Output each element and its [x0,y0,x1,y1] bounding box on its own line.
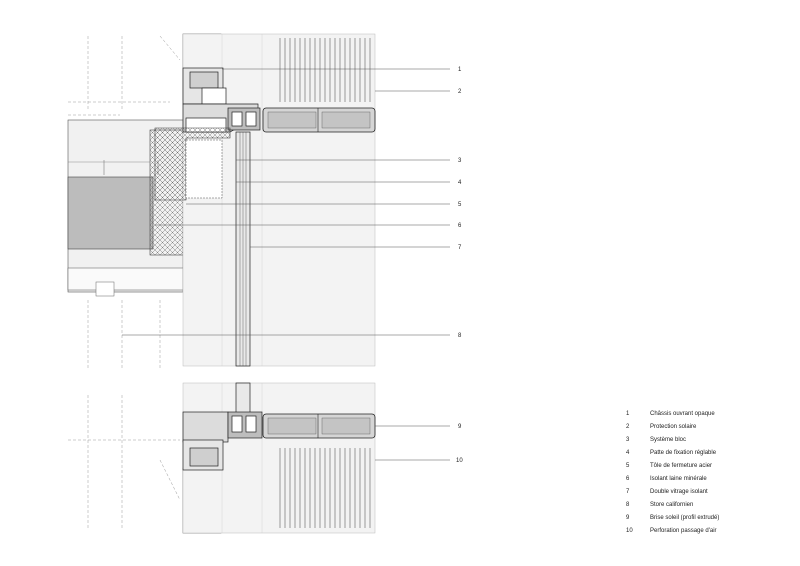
legend-label: Double vitrage isolant [650,488,708,495]
leader-lines [122,68,450,461]
legend-label: Châssis ouvrant opaque [650,410,715,417]
legend-item: 3 Système bloc [626,433,796,446]
legend-label: Perforation passage d'air [650,527,717,534]
legend-item: 7 Double vitrage isolant [626,485,796,498]
legend-number: 4 [626,449,630,456]
callout-3: 3 [458,158,462,164]
window-frame-upper [182,67,261,133]
legend-label: Isolant laine minérale [650,475,707,482]
legend-number: 9 [626,514,630,521]
window-frame-lower [182,411,263,471]
legend-item: 10 Perforation passage d'air [626,524,796,537]
callout-4: 4 [458,180,462,186]
sun-louvre-lower [262,413,376,439]
legend-number: 7 [626,488,630,495]
legend-number: 6 [626,475,630,482]
legend-number: 1 [626,410,630,417]
legend-label: Système bloc [650,436,687,443]
legend: 1 Châssis ouvrant opaque 2 Protection so… [626,407,796,537]
callout-9: 9 [458,424,462,430]
perforated-panel-lower [279,448,371,528]
legend-number: 3 [626,436,630,443]
legend-item: 1 Châssis ouvrant opaque [626,407,796,420]
legend-item: 2 Protection solaire [626,420,796,433]
legend-item: 9 Brise soleil (profil extrudé) [626,511,796,524]
callout-6: 6 [458,223,462,229]
callout-10: 10 [456,458,463,464]
legend-label: Store californien [650,501,694,508]
sun-louvre-upper [262,107,376,133]
legend-number: 5 [626,462,630,469]
legend-label: Patte de fixation réglable [650,449,717,456]
callout-2: 2 [458,89,462,95]
legend-label: Protection solaire [650,423,697,430]
legend-number: 2 [626,423,630,430]
legend-number: 10 [626,527,633,534]
callout-7: 7 [458,245,462,251]
double-glazing [235,131,251,414]
legend-item: 4 Patte de fixation réglable [626,446,796,459]
legend-label: Brise soleil (profil extrudé) [650,514,720,521]
sill-flashing [154,127,231,201]
legend-item: 5 Tôle de fermeture acier [626,459,796,472]
callout-numbers: 1 2 3 4 5 6 7 8 9 10 [456,67,463,464]
legend-item: 6 Isolant laine minérale [626,472,796,485]
callout-5: 5 [458,202,462,208]
callout-1: 1 [458,67,462,73]
legend-label: Tôle de fermeture acier [650,462,713,469]
perforated-panel-upper [279,38,371,102]
legend-item: 8 Store californien [626,498,796,511]
legend-number: 8 [626,501,630,508]
callout-8: 8 [458,333,462,339]
